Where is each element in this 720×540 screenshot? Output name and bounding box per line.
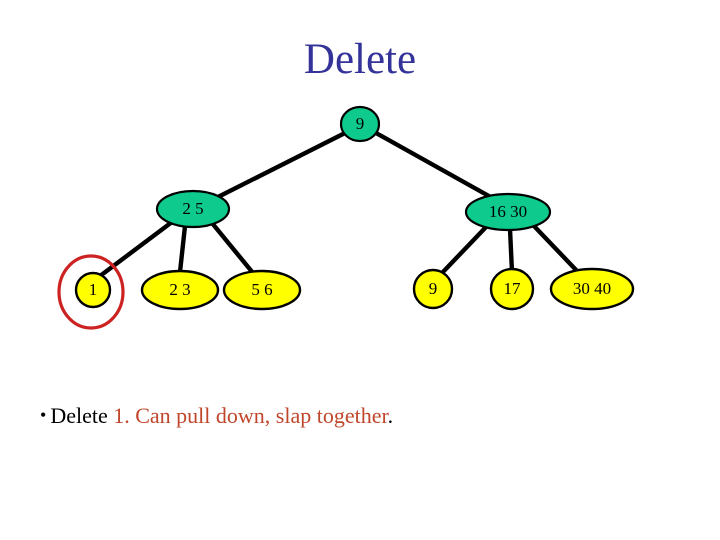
tree-node-leaf-5-6[interactable]: 5 6 [222,269,302,311]
internal-left-node-shape [155,189,231,229]
tree-node-leaf-9[interactable]: 9 [412,268,454,310]
leaf-1-node-shape [74,271,112,309]
caption-bullet-item: •Delete 1. Can pull down, slap together. [40,400,680,431]
tree-node-internal-left[interactable]: 2 5 [155,189,231,229]
leaf-9-node-shape [412,268,454,310]
tree-edges-level-1 [215,131,498,202]
bullet-icon: • [40,405,47,425]
tree-node-leaf-30-40[interactable]: 30 40 [549,267,635,311]
internal-left-node-label: 2 5 [182,199,203,218]
edge-internal-right-to-leaf-30-40 [532,224,580,274]
edge-internal-left-to-leaf-5-6 [210,221,255,275]
tree-edges-level-2-right [440,224,580,275]
edge-internal-left-to-leaf-2-3 [177,225,188,273]
tree-node-root[interactable]: 9 [339,105,381,143]
edge-internal-left-to-leaf-1 [98,220,174,278]
tree-node-leaf-1[interactable]: 1 [74,271,112,309]
tree-node-internal-right[interactable]: 16 30 [464,192,552,232]
tree-node-leaf-2-3[interactable]: 2 3 [140,269,220,311]
caption-tail-text: . [387,403,394,428]
tree-edges-level-2-left [98,220,255,278]
caption-body-text: 1. Can pull down, slap together [113,403,388,428]
leaf-2-3-node-shape [140,269,220,311]
root-node-label: 9 [356,114,365,133]
edge-root-to-internal-left [215,131,346,200]
leaf-17-node-label: 17 [504,279,522,298]
delete-target-highlight-circle [57,254,125,330]
leaf-5-6-node-label: 5 6 [251,280,272,299]
leaf-30-40-node-shape [549,267,635,311]
b-plus-tree-diagram: 9 2 5 16 30 1 2 3 5 6 [57,105,635,330]
internal-right-node-shape [464,192,552,232]
leaf-9-node-label: 9 [429,279,438,298]
tree-node-leaf-17[interactable]: 17 [489,267,535,311]
edge-internal-right-to-leaf-9 [440,224,489,275]
leaf-2-3-node-label: 2 3 [169,280,190,299]
caption-lead-text: Delete [50,403,114,428]
internal-right-node-label: 16 30 [489,202,527,221]
leaf-30-40-node-label: 30 40 [573,279,611,298]
edge-root-to-internal-right [374,131,498,202]
root-node-shape [339,105,381,143]
page-title: Delete [303,36,417,83]
edge-internal-right-to-leaf-17 [507,228,515,273]
leaf-1-node-label: 1 [89,280,98,299]
leaf-17-node-shape [489,267,535,311]
leaf-5-6-node-shape [222,269,302,311]
